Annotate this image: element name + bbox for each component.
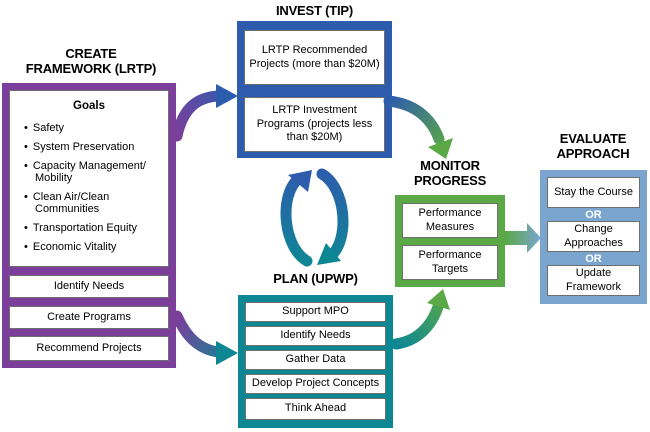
plan-box: Support MPO Identify Needs Gather Data D… [238, 295, 393, 428]
goal-item: Safety [24, 122, 162, 134]
invest-box: LRTP Recommended Projects (more than $20… [237, 21, 392, 158]
plan-item-support-mpo: Support MPO [245, 302, 386, 322]
or-label: OR [585, 253, 602, 265]
plan-item-gather-data: Gather Data [245, 350, 386, 370]
goal-item: System Preservation [24, 141, 162, 153]
plan-item-think-ahead: Think Ahead [245, 398, 386, 420]
goals-card: Goals Safety System Preservation Capacit… [9, 90, 169, 267]
evaluate-approach-title: EVALUATE APPROACH [556, 131, 630, 161]
evaluate-card-update-framework: Update Framework [547, 265, 640, 296]
monitor-progress-box: Performance Measures Performance Targets [395, 195, 505, 287]
arrow-monitor-to-evaluate [505, 223, 541, 253]
create-framework-title: CREATE FRAMEWORK (LRTP) [25, 46, 157, 76]
arrow-invest-to-monitor [383, 95, 453, 159]
create-framework-box: Goals Safety System Preservation Capacit… [2, 83, 176, 368]
evaluate-card-stay-the-course: Stay the Course [547, 177, 640, 208]
goals-list: Safety System Preservation Capacity Mana… [16, 122, 162, 253]
goal-item: Economic Vitality [24, 241, 162, 253]
invest-card-investment-programs: LRTP Investment Programs (projects less … [244, 97, 385, 152]
invest-title: INVEST (TIP) [275, 3, 354, 18]
goal-item: Capacity Management/ Mobility [24, 160, 162, 184]
evaluate-card-change-approaches: Change Approaches [547, 221, 640, 252]
create-item-create-programs: Create Programs [9, 306, 169, 329]
monitor-card-performance-measures: Performance Measures [402, 203, 498, 238]
monitor-progress-title: MONITOR PROGRESS [413, 158, 487, 188]
goals-header: Goals [73, 100, 105, 112]
or-label: OR [585, 209, 602, 221]
create-item-identify-needs: Identify Needs [9, 275, 169, 298]
plan-item-identify-needs: Identify Needs [245, 326, 386, 346]
invest-card-recommended-projects: LRTP Recommended Projects (more than $20… [244, 30, 385, 85]
plan-item-develop-project-concepts: Develop Project Concepts [245, 374, 386, 394]
goal-item: Clean Air/Clean Communities [24, 191, 162, 215]
goal-item: Transportation Equity [24, 222, 162, 234]
plan-title: PLAN (UPWP) [273, 271, 358, 286]
monitor-card-performance-targets: Performance Targets [402, 245, 498, 280]
arrow-create-to-plan [171, 310, 238, 365]
arrow-create-to-invest [171, 84, 238, 142]
cycle-arrow-invest-plan [280, 168, 349, 267]
evaluate-approach-box: Stay the Course OR Change Approaches OR … [540, 170, 647, 304]
create-item-recommend-projects: Recommend Projects [9, 336, 169, 361]
arrow-plan-to-monitor [390, 289, 450, 350]
